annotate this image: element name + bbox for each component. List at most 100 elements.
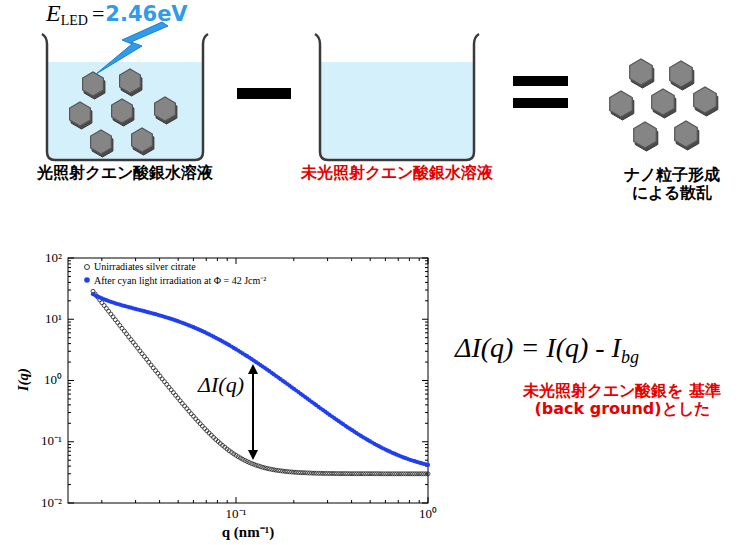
x-tick	[419, 258, 420, 261]
y-tick	[68, 337, 71, 338]
x-tick	[428, 258, 429, 264]
x-tick	[135, 500, 136, 503]
arrow-head	[248, 364, 258, 374]
data-point-unirradiated	[196, 419, 200, 423]
y-tick	[68, 444, 71, 445]
x-tick	[351, 500, 352, 503]
data-point-unirradiated	[183, 404, 187, 408]
nanoparticle	[120, 69, 141, 93]
y-tick	[425, 328, 428, 329]
nanoparticle	[132, 128, 153, 152]
arrow-head	[248, 450, 258, 460]
nanoparticle	[70, 102, 91, 126]
x-tick	[419, 500, 420, 503]
y-tick	[68, 484, 71, 485]
legend-marker	[82, 275, 92, 285]
tick-label: 10²	[45, 251, 62, 266]
x-tick	[428, 497, 429, 503]
x-tick	[206, 258, 207, 261]
marker-filled-circle	[84, 277, 90, 283]
x-tick	[217, 500, 218, 503]
y-tick	[425, 325, 428, 326]
x-tick	[159, 500, 160, 503]
energy-value: 2.46eV	[105, 2, 187, 26]
y-tick	[68, 282, 71, 283]
data-point-unirradiated	[171, 391, 175, 395]
data-point-unirradiated	[189, 412, 193, 416]
tick-label: 10⁰	[44, 373, 62, 388]
y-tick	[68, 423, 71, 424]
y-tick	[422, 258, 428, 259]
axis-title: q (nm⁻¹)	[222, 524, 274, 541]
y-tick	[422, 319, 428, 320]
x-tick	[178, 500, 179, 503]
minus-sign	[237, 88, 291, 99]
y-tick	[68, 466, 71, 467]
x-tick	[351, 258, 352, 261]
data-point-unirradiated	[180, 401, 184, 405]
legend-text: Unirradiates silver citrate	[92, 261, 198, 272]
tick-label: 10⁰	[419, 507, 437, 522]
y-tick	[68, 441, 74, 442]
data-point-unirradiated	[163, 380, 167, 384]
equals-bar	[513, 76, 568, 86]
x-tick	[193, 500, 194, 503]
y-tick	[425, 447, 428, 448]
data-point-unirradiated	[200, 424, 204, 428]
y-tick	[425, 386, 428, 387]
y-tick	[425, 322, 428, 323]
nanoparticle	[610, 91, 633, 117]
y-tick	[425, 404, 428, 405]
y-tick	[422, 441, 428, 442]
y-tick	[68, 271, 71, 272]
nanoparticle	[675, 121, 698, 147]
y-tick	[425, 290, 428, 291]
nanoparticle	[630, 59, 653, 85]
y-tick	[425, 271, 428, 272]
x-tick	[409, 500, 410, 503]
y-tick	[68, 319, 74, 320]
nanoparticle	[634, 122, 657, 148]
light-bolt	[96, 22, 168, 74]
y-tick	[422, 503, 428, 504]
y-tick	[425, 455, 428, 456]
y-tick	[68, 263, 71, 264]
y-tick	[425, 412, 428, 413]
nanoparticle	[694, 87, 717, 113]
y-tick	[422, 380, 428, 381]
subscript: LED	[61, 13, 88, 29]
y-tick	[68, 325, 71, 326]
x-tick	[206, 500, 207, 503]
y-tick	[68, 290, 71, 291]
x-tick	[385, 258, 386, 261]
marker-open-circle	[85, 264, 90, 269]
beaker-label: 光照射クエン酸銀水溶液	[37, 164, 213, 182]
data-point-unirradiated	[192, 414, 196, 418]
y-tick	[68, 404, 71, 405]
y-tick	[68, 460, 71, 461]
data-point-unirradiated	[167, 385, 171, 389]
data-point-unirradiated	[198, 422, 202, 426]
x-tick	[398, 258, 399, 261]
x-tick	[327, 500, 328, 503]
y-tick	[68, 276, 71, 277]
y-tick	[68, 398, 71, 399]
legend-text: After cyan light irradiation at Φ = 42 J…	[92, 273, 268, 287]
nanoparticle	[112, 99, 133, 123]
y-tick	[425, 394, 428, 395]
y-tick	[425, 351, 428, 352]
nanoparticle	[91, 130, 112, 154]
equation-text: ΔI(q) = I(q) - I	[455, 332, 621, 364]
legend-row: After cyan light irradiation at Φ = 42 J…	[82, 273, 268, 286]
y-tick	[68, 362, 71, 363]
y-tick	[68, 300, 71, 301]
y-tick	[425, 460, 428, 461]
y-tick	[68, 389, 71, 390]
y-tick	[425, 332, 428, 333]
y-tick	[425, 423, 428, 424]
x-tick	[236, 258, 237, 264]
tick-label: 10⁻¹	[226, 507, 247, 522]
x-tick	[101, 500, 102, 503]
y-tick	[68, 394, 71, 395]
y-tick	[425, 276, 428, 277]
